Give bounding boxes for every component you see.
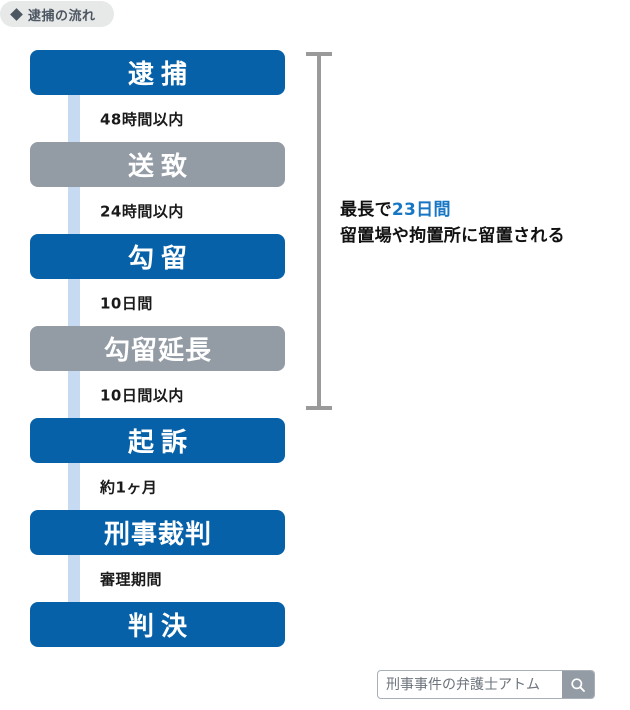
flow-step: 刑事裁判 (30, 510, 285, 555)
duration-annotation: 最長で23日間 留置場や拘置所に留置される (340, 197, 565, 249)
connector-duration-label: 24時間以内 (100, 202, 184, 220)
annotation-line-2: 留置場や拘置所に留置される (340, 226, 565, 246)
connector-bar (68, 95, 80, 142)
connector-duration-label: 10日間以内 (100, 386, 184, 404)
connector-bar (68, 463, 80, 510)
connector-duration-label: 10日間 (100, 294, 153, 312)
annotation-line-1: 最長で23日間 (340, 197, 565, 223)
flow-connector: 48時間以内 (30, 95, 285, 142)
flow-step: 起訴 (30, 418, 285, 463)
flow-connector: 審理期間 (30, 555, 285, 602)
search-input[interactable] (378, 671, 562, 698)
connector-bar (68, 371, 80, 418)
flow-step: 逮捕 (30, 50, 285, 95)
connector-bar (68, 187, 80, 234)
diamond-icon (10, 7, 23, 21)
annotation-highlight: 23日間 (391, 200, 451, 220)
flow-step: 送致 (30, 142, 285, 187)
arrest-process-flow: 逮捕 48時間以内送致 24時間以内勾留 10日間勾留延長 10日間以内起訴約1ヶ月刑事… (30, 50, 285, 647)
section-badge: 逮捕の流れ (0, 1, 114, 27)
connector-duration-label: 48時間以内 (100, 110, 184, 128)
connector-bar (68, 555, 80, 602)
flow-step: 判決 (30, 602, 285, 647)
annotation-prefix: 最長で (340, 200, 392, 220)
connector-bar (68, 279, 80, 326)
duration-bracket (306, 52, 334, 410)
flow-step: 勾留延長 (30, 326, 285, 371)
search-icon (571, 677, 585, 692)
section-badge-label: 逮捕の流れ (28, 8, 96, 24)
flow-connector: 10日間以内 (30, 371, 285, 418)
connector-duration-label: 約1ヶ月 (100, 478, 158, 496)
flow-connector: 24時間以内 (30, 187, 285, 234)
connector-duration-label: 審理期間 (100, 570, 163, 588)
flow-connector: 10日間 (30, 279, 285, 326)
search-button[interactable] (562, 671, 594, 698)
flow-step: 勾留 (30, 234, 285, 279)
bracket-stem (317, 52, 321, 410)
search-widget[interactable] (377, 670, 595, 699)
bracket-cap-bottom (306, 406, 332, 410)
flow-connector: 約1ヶ月 (30, 463, 285, 510)
